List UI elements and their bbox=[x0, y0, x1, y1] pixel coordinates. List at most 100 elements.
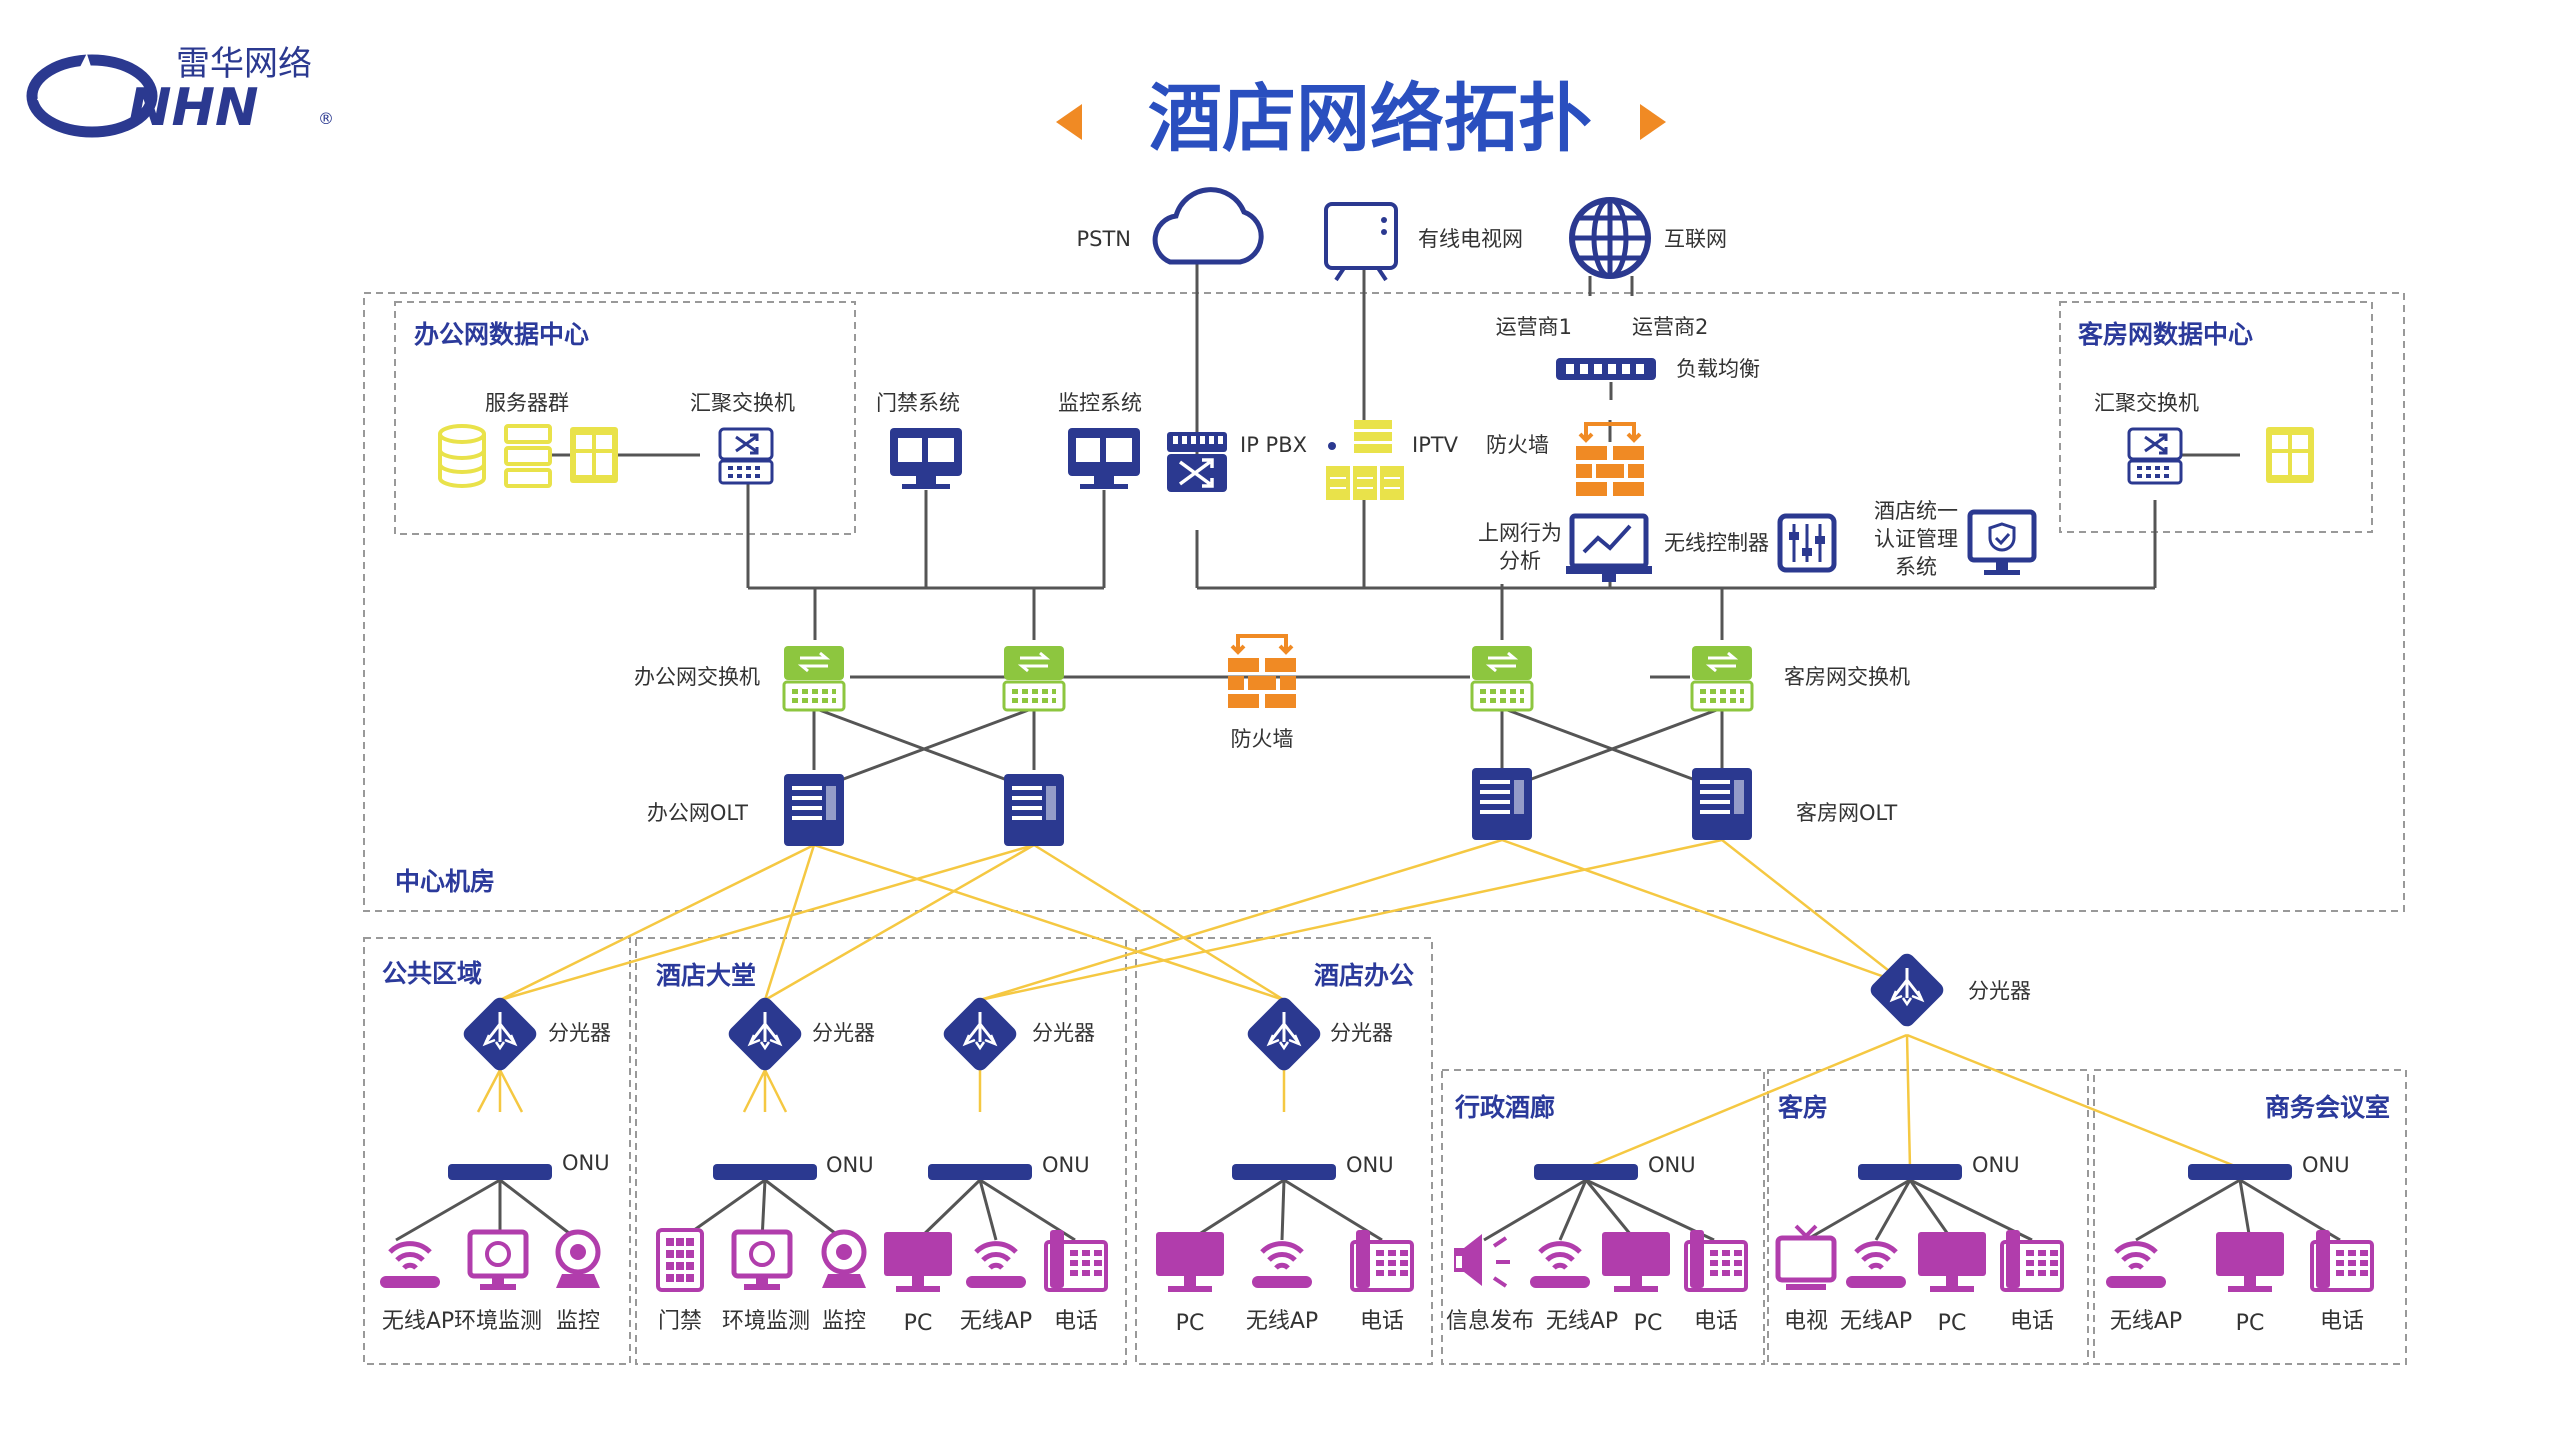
behavior-analysis-label-2: 分析 bbox=[1499, 549, 1541, 573]
exec-pc-icon bbox=[1602, 1232, 1670, 1292]
zone-lobby-box bbox=[635, 937, 1127, 1365]
meeting-ap-icon bbox=[2106, 1244, 2166, 1288]
zone-exec-box bbox=[1441, 1069, 1765, 1365]
office-device-label: 电话 bbox=[1360, 1309, 1404, 1334]
exec-device-label: 电话 bbox=[1694, 1309, 1738, 1334]
exec-device-label: PC bbox=[1634, 1311, 1663, 1336]
title-left-arrow-icon bbox=[1056, 104, 1082, 140]
zone-room-box bbox=[1767, 1069, 2089, 1365]
zone-public-box bbox=[363, 937, 631, 1365]
lobby-door-access-icon bbox=[656, 1228, 704, 1292]
public-device-label: 环境监测 bbox=[454, 1309, 542, 1334]
onu-lobby-2-icon bbox=[928, 1164, 1032, 1180]
lobby-env-monitor-icon bbox=[734, 1232, 790, 1290]
iptv-server-icon bbox=[1326, 420, 1404, 500]
core-firewall-label: 防火墙 bbox=[1231, 727, 1294, 751]
zone-public-title: 公共区域 bbox=[382, 959, 482, 988]
onu-public-icon bbox=[448, 1164, 552, 1180]
cable-tv-icon bbox=[1324, 202, 1398, 282]
lobby-device-label: 电话 bbox=[1054, 1309, 1098, 1334]
server-cluster-label: 服务器群 bbox=[485, 391, 569, 415]
onu-lobby-2-label: ONU bbox=[1042, 1153, 1090, 1177]
zone-meeting-title: 商务会议室 bbox=[2265, 1093, 2390, 1122]
splitter-guest-label: 分光器 bbox=[1968, 979, 2031, 1003]
meeting-device-label: 电话 bbox=[2320, 1309, 2364, 1334]
core-room-title: 中心机房 bbox=[395, 867, 495, 896]
firewall-top-label: 防火墙 bbox=[1486, 433, 1549, 457]
guest-switch-1-icon bbox=[1470, 644, 1534, 712]
monitoring-system-icon bbox=[1068, 428, 1140, 489]
access-control-system-label: 门禁系统 bbox=[876, 391, 960, 415]
logo-en-name: NHN bbox=[128, 78, 259, 138]
office-olt-1-icon bbox=[784, 774, 844, 846]
zone-meeting-box bbox=[2093, 1069, 2407, 1365]
title-right-arrow-icon bbox=[1640, 104, 1666, 140]
onu-office-label: ONU bbox=[1346, 1153, 1394, 1177]
public-camera-icon bbox=[556, 1232, 600, 1288]
office-switch-1-icon bbox=[782, 644, 846, 712]
core-firewall-icon bbox=[1226, 634, 1298, 710]
onu-room-icon bbox=[1858, 1164, 1962, 1180]
wireless-controller-label: 无线控制器 bbox=[1664, 531, 1769, 555]
exec-signage-icon bbox=[1452, 1232, 1512, 1288]
pstn-label: PSTN bbox=[1076, 227, 1131, 251]
zone-exec-title: 行政酒廊 bbox=[1454, 1093, 1555, 1122]
lobby-phone-icon bbox=[1044, 1228, 1108, 1292]
exec-device-label: 无线AP bbox=[1546, 1309, 1618, 1334]
guest-dc-title: 客房网数据中心 bbox=[2078, 320, 2253, 349]
load-balancer-icon bbox=[1556, 358, 1656, 380]
logo-cn-name: 雷华网络 bbox=[176, 44, 312, 84]
splitter-lobby-2-icon bbox=[938, 992, 1022, 1076]
onu-exec-icon bbox=[1534, 1164, 1638, 1180]
office-switch-2-icon bbox=[1002, 644, 1066, 712]
lobby-device-label: 监控 bbox=[822, 1309, 866, 1334]
office-dc-title: 办公网数据中心 bbox=[414, 320, 589, 349]
office-dc-box bbox=[394, 301, 856, 535]
exec-phone-icon bbox=[1684, 1228, 1748, 1292]
splitter-office-icon bbox=[1242, 992, 1326, 1076]
guest-olt-1-icon bbox=[1472, 768, 1532, 840]
room-tv-icon bbox=[1778, 1226, 1834, 1290]
onu-lobby-1-icon bbox=[713, 1164, 817, 1180]
cable-tv-label: 有线电视网 bbox=[1418, 227, 1523, 251]
logo-wave bbox=[36, 53, 130, 119]
logo-trademark: ® bbox=[318, 109, 334, 128]
operator2-label: 运营商2 bbox=[1632, 315, 1708, 339]
behavior-analysis-label-1: 上网行为 bbox=[1478, 521, 1562, 545]
onu-office-icon bbox=[1232, 1164, 1336, 1180]
onu-meeting-label: ONU bbox=[2302, 1153, 2350, 1177]
splitter-office-label: 分光器 bbox=[1330, 1021, 1393, 1045]
office-device-label: PC bbox=[1176, 1311, 1205, 1336]
monitoring-system-label: 监控系统 bbox=[1058, 391, 1142, 415]
office-device-label: 无线AP bbox=[1246, 1309, 1318, 1334]
room-device-label: 无线AP bbox=[1840, 1309, 1912, 1334]
access-control-system-icon bbox=[890, 428, 962, 489]
core-wiring bbox=[395, 230, 2341, 1242]
lobby-device-label: 无线AP bbox=[960, 1309, 1032, 1334]
auth-system-icon bbox=[1967, 509, 2037, 575]
ip-pbx-label: IP PBX bbox=[1240, 433, 1307, 457]
ip-pbx-icon bbox=[1167, 432, 1227, 492]
onu-meeting-icon bbox=[2188, 1164, 2292, 1180]
lobby-camera-icon bbox=[822, 1232, 866, 1288]
logo-swoosh bbox=[26, 54, 158, 138]
guest-agg-switch-icon bbox=[2127, 427, 2183, 485]
splitter-lobby-1-label: 分光器 bbox=[812, 1021, 875, 1045]
onu-public-label: ONU bbox=[562, 1151, 610, 1175]
splitter-lobby-1-icon bbox=[723, 992, 807, 1076]
auth-system-label-3: 系统 bbox=[1895, 555, 1937, 579]
splitter-lobby-2-label: 分光器 bbox=[1032, 1021, 1095, 1045]
office-agg-switch-icon bbox=[718, 427, 774, 485]
page-title: 酒店网络拓扑 bbox=[1148, 76, 1592, 162]
onu-lobby-1-label: ONU bbox=[826, 1153, 874, 1177]
splitter-public-icon bbox=[458, 992, 542, 1076]
guest-server-icon bbox=[2266, 427, 2314, 483]
fiber-wiring bbox=[476, 838, 2241, 1170]
office-agg-switch-label: 汇聚交换机 bbox=[690, 391, 795, 415]
guest-olt-2-icon bbox=[1692, 768, 1752, 840]
core-room-box bbox=[363, 292, 2405, 912]
public-env-monitor-icon bbox=[470, 1232, 526, 1290]
zone-room-title: 客房 bbox=[1778, 1093, 1828, 1122]
meeting-phone-icon bbox=[2310, 1228, 2374, 1292]
